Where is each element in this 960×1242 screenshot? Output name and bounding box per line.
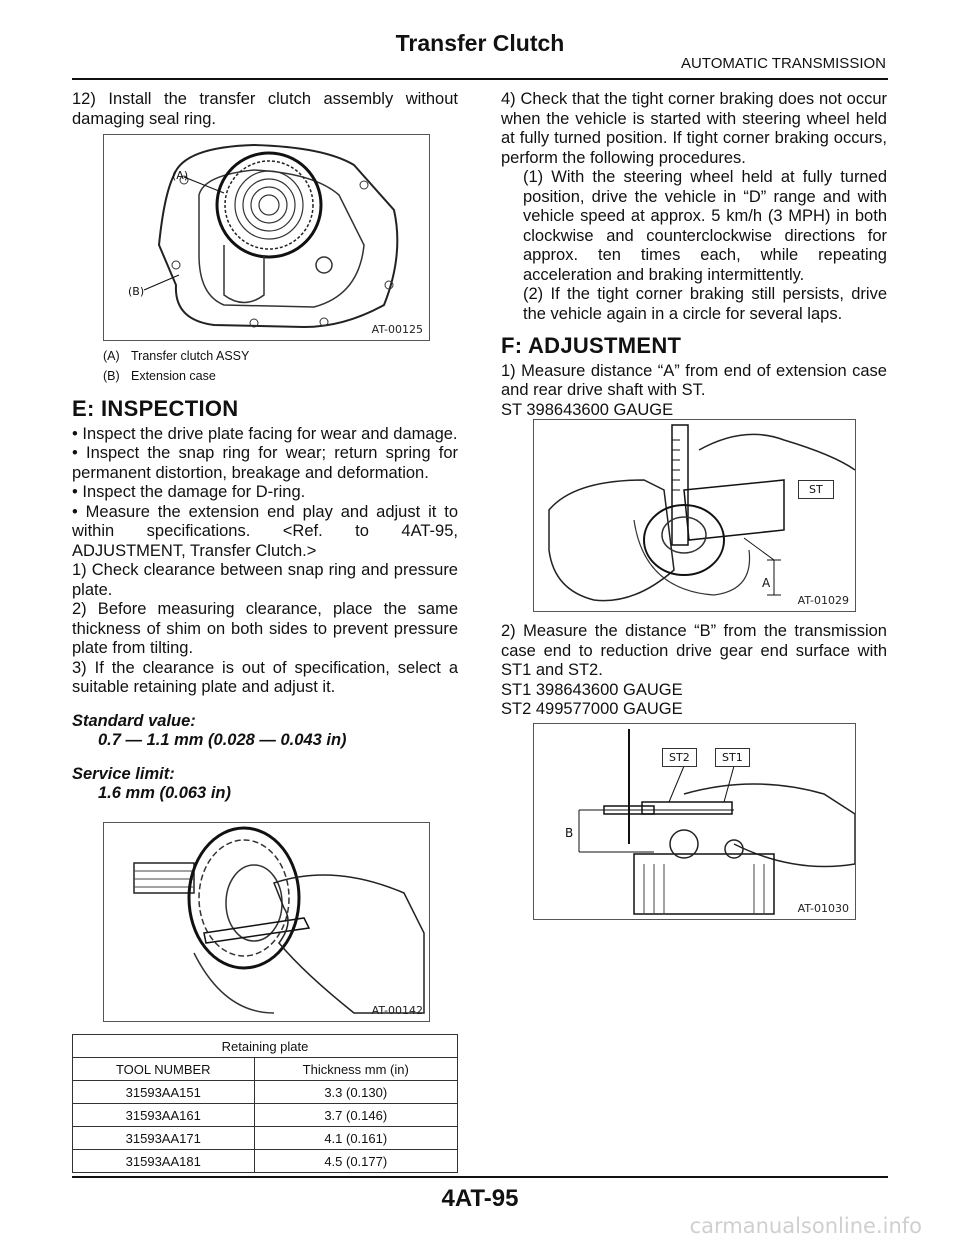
table-row: 31593AA181 4.5 (0.177) <box>72 1149 459 1173</box>
table-cell: 31593AA171 <box>72 1126 255 1150</box>
callout-b: B <box>565 826 574 840</box>
right-column-bottom: 2) Measure the distance “B” from the tra… <box>501 622 887 720</box>
adjust-step-1-tool: ST 398643600 GAUGE <box>501 400 674 419</box>
adjust-step-2-tool-2: ST2 499577000 GAUGE <box>501 700 683 718</box>
callout-b: (B) <box>128 285 145 298</box>
header-rule <box>72 78 888 80</box>
sub-step-2: (2) If the tight corner braking still pe… <box>523 285 887 323</box>
transfer-clutch-drawing <box>143 143 399 329</box>
table-cell: 31593AA151 <box>72 1080 255 1104</box>
legend-item: (B)Extension case <box>103 369 216 383</box>
callout-a: A <box>762 576 771 590</box>
figure-id: AT-00142 <box>371 1004 423 1017</box>
table-caption: Retaining plate <box>72 1034 458 1058</box>
table-cell: 3.3 (0.130) <box>253 1080 459 1104</box>
table-cell: 31593AA161 <box>72 1103 255 1127</box>
adjust-step-1: 1) Measure distance “A” from end of exte… <box>501 361 887 400</box>
table-cell: 4.5 (0.177) <box>253 1149 459 1173</box>
step-12: 12) Install the transfer clutch assembly… <box>72 90 458 128</box>
table-row: 31593AA171 4.1 (0.161) <box>72 1126 459 1150</box>
step-4: 4) Check that the tight corner braking d… <box>501 90 887 167</box>
adjust-step-2-tool-1: ST1 398643600 GAUGE <box>501 680 683 699</box>
callout-st: ST <box>798 480 834 499</box>
clearance-check-drawing <box>133 826 425 1014</box>
page-title: Transfer Clutch <box>395 30 565 56</box>
inspection-step-1: 1) Check clearance between snap ring and… <box>72 561 458 599</box>
adjustment-heading: F: ADJUSTMENT <box>501 333 682 358</box>
section-title: AUTOMATIC TRANSMISSION <box>680 55 886 72</box>
table-cell: 31593AA181 <box>72 1149 255 1173</box>
watermark: carmanualsonline.info <box>689 1214 922 1238</box>
table-cell: 3.7 (0.146) <box>253 1103 459 1127</box>
measure-a-drawing <box>548 424 855 602</box>
table-header: Thickness mm (in) <box>253 1057 459 1081</box>
bullet-2: • Inspect the snap ring for wear; return… <box>72 444 458 482</box>
callout-st1: ST1 <box>715 748 750 767</box>
figure-clearance-check: AT-00142 <box>103 822 430 1022</box>
bullet-3: • Inspect the damage for D-ring. <box>72 483 306 501</box>
figure-measure-b: ST2 ST1 B AT-01030 <box>533 723 856 920</box>
inspection-step-3: 3) If the clearance is out of specificat… <box>72 658 458 697</box>
inspection-heading: E: INSPECTION <box>72 396 239 421</box>
table-caption-row: Retaining plate <box>72 1034 458 1058</box>
right-column-top: 4) Check that the tight corner braking d… <box>501 90 887 420</box>
measure-b-drawing <box>578 729 855 915</box>
adjust-step-2: 2) Measure the distance “B” from the tra… <box>501 622 887 679</box>
figure-id: AT-01029 <box>797 594 849 607</box>
standard-value: 0.7 — 1.1 mm (0.028 — 0.043 in) <box>98 731 347 749</box>
table-header-row: TOOL NUMBER Thickness mm (in) <box>72 1057 459 1081</box>
figure-id: AT-00125 <box>371 323 423 336</box>
table-cell: 4.1 (0.161) <box>253 1126 459 1150</box>
legend-item: (A)Transfer clutch ASSY <box>103 349 250 363</box>
table-header: TOOL NUMBER <box>72 1057 255 1081</box>
inspection-step-2: 2) Before measuring clearance, place the… <box>72 600 458 657</box>
figure-legend: (A)Transfer clutch ASSY (B)Extension cas… <box>103 346 249 386</box>
retaining-plate-table: Retaining plate TOOL NUMBER Thickness mm… <box>72 1034 459 1173</box>
figure-id: AT-01030 <box>797 902 849 915</box>
sub-step-1: (1) With the steering wheel held at full… <box>523 168 887 284</box>
left-column-top: 12) Install the transfer clutch assembly… <box>72 90 458 129</box>
service-limit-label: Service limit: <box>72 764 175 783</box>
inspection-section: E: INSPECTION • Inspect the drive plate … <box>72 393 458 804</box>
figure-measure-a: ST A AT-01029 <box>533 419 856 612</box>
table-row: 31593AA151 3.3 (0.130) <box>72 1080 459 1104</box>
standard-value-label: Standard value: <box>72 711 196 730</box>
figure-transfer-clutch-install: (A) (B) AT-00125 <box>103 134 430 341</box>
service-limit-value: 1.6 mm (0.063 in) <box>98 784 231 802</box>
table-row: 31593AA161 3.7 (0.146) <box>72 1103 459 1127</box>
callout-st2: ST2 <box>662 748 697 767</box>
footer-rule <box>72 1176 888 1178</box>
bullet-4: • Measure the extension end play and adj… <box>72 502 458 560</box>
callout-a: (A) <box>172 169 189 182</box>
page-number: 4AT-95 <box>441 1185 519 1212</box>
bullet-1: • Inspect the drive plate facing for wea… <box>72 424 458 443</box>
